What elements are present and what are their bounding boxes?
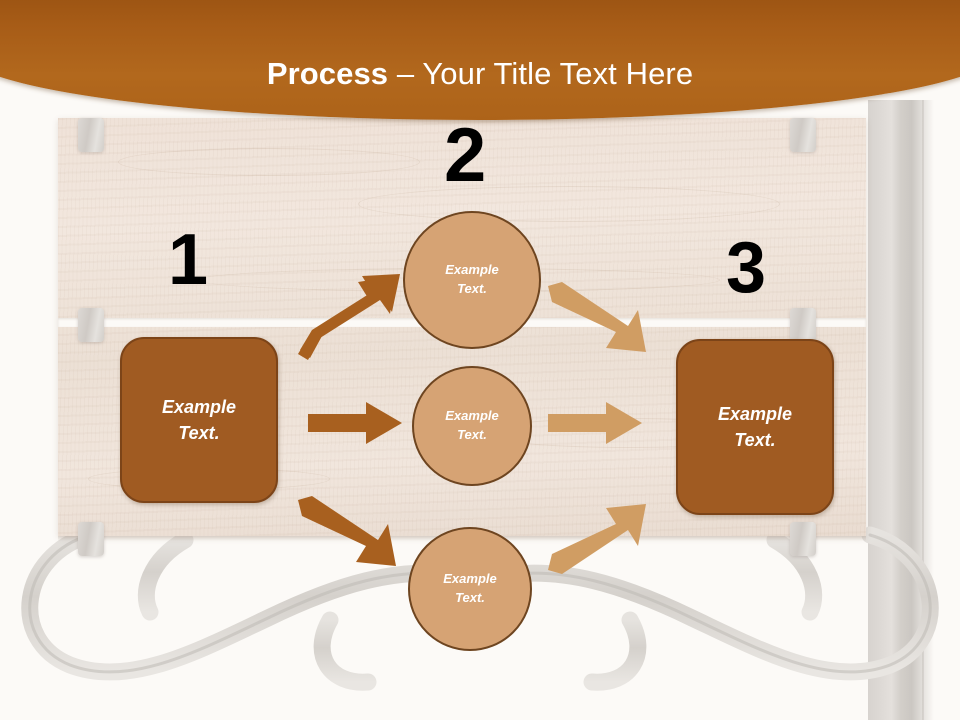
arrow-left-to-top <box>298 274 400 360</box>
board-bracket-mid-right <box>790 308 816 342</box>
middle-node-bottom-label-line1: Example <box>443 571 497 587</box>
step-number-1: 1 <box>168 220 209 300</box>
step-number-3: 3 <box>726 228 767 308</box>
board-bracket-top-left <box>78 118 104 152</box>
step-1-label-line1: Example <box>161 396 237 417</box>
board-bracket-bottom-right <box>790 522 816 556</box>
page-title-bold: Process <box>266 56 389 91</box>
middle-node-center[interactable]: Example Text. <box>412 366 532 486</box>
middle-node-top[interactable]: Example Text. <box>403 211 541 349</box>
middle-node-bottom[interactable]: Example Text. <box>408 527 532 651</box>
header-banner <box>0 0 960 120</box>
board-bracket-bottom-left <box>78 522 104 556</box>
step-3-box[interactable]: Example Text. <box>676 339 834 515</box>
board-bracket-top-right <box>790 118 816 152</box>
arrow-left-to-center <box>308 402 402 444</box>
arrow-bottom-to-right <box>548 504 646 574</box>
step-1-box[interactable]: Example Text. <box>120 337 278 503</box>
middle-node-center-label-line1: Example <box>445 408 499 424</box>
arrow-left-to-bottom <box>298 496 396 566</box>
arrow-top-to-right <box>548 282 646 352</box>
board-bracket-mid-left <box>78 308 104 342</box>
middle-node-top-label-line1: Example <box>445 262 499 278</box>
middle-node-center-label-line2: Text. <box>457 427 487 442</box>
step-3-label-line2: Text. <box>734 430 776 450</box>
middle-node-bottom-label-line2: Text. <box>455 590 485 605</box>
middle-node-top-label-line2: Text. <box>457 281 487 296</box>
step-1-label-line2: Text. <box>178 423 220 443</box>
support-post-shadow <box>922 100 934 720</box>
step-number-2: 2 <box>444 113 487 198</box>
page-title: Process – Your Title Text Here <box>0 58 960 89</box>
step-3-label-line1: Example <box>717 403 793 424</box>
support-post <box>868 100 924 720</box>
page-title-rest: – Your Title Text Here <box>388 56 694 91</box>
arrow-center-to-right <box>548 402 642 444</box>
